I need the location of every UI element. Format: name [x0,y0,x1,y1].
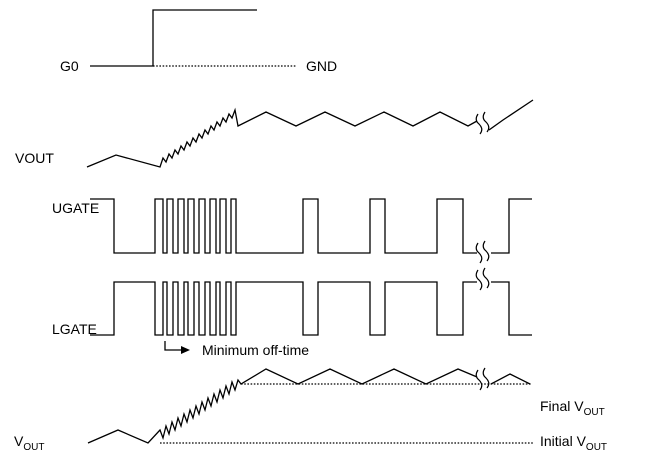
initial-vout-label: Initial VOUT [540,433,607,453]
ugate-waveform-tail [491,198,532,254]
vout-break-symbol [475,111,490,135]
lgate-waveform-tail [491,281,532,336]
g0-waveform [90,9,257,67]
vout-waveform [86,107,478,168]
final-vout-label: Final VOUT [540,398,605,418]
vout-waveform-tail [488,99,534,131]
lgate-label: LGATE [52,321,97,337]
ugate-waveform [90,198,477,254]
vout-bottom-waveform-tail [490,373,531,385]
lgate-waveform [90,281,477,336]
vout-bottom-label: VOUT [14,433,44,453]
vout-bottom-break-symbol [475,367,490,391]
ugate-break-symbol [475,240,490,264]
lgate-break-symbol [475,267,490,291]
vout-label: VOUT [15,150,54,166]
gnd-label: GND [306,58,337,74]
ugate-label: UGATE [52,200,99,216]
vout-bottom-waveform [87,368,478,444]
minimum-off-time-arrow [164,341,190,354]
minimum-off-time-label: Minimum off-time [202,342,309,358]
g0-label: G0 [60,58,79,74]
